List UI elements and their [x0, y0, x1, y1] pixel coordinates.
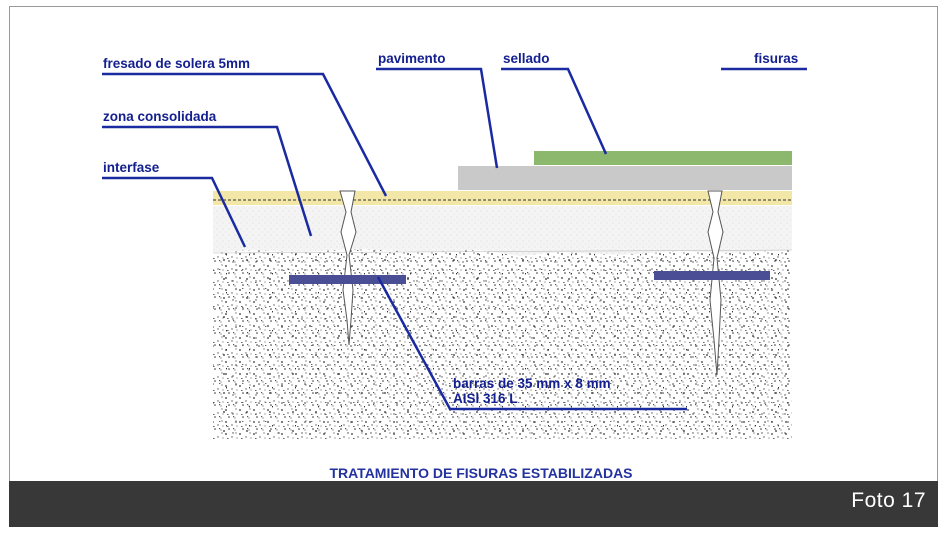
consolidated-zone	[213, 206, 792, 256]
leader-interfase	[102, 176, 247, 248]
subsoil-gravel-overlay	[213, 249, 792, 440]
label-interfase: interfase	[103, 160, 160, 175]
leader-zona	[102, 125, 313, 237]
label-pavimento: pavimento	[378, 51, 446, 66]
figure-caption: TRATAMIENTO DE FISURAS ESTABILIZADAS	[329, 465, 632, 481]
bar-left	[289, 275, 406, 284]
crack-left	[339, 190, 357, 346]
label-fisuras: fisuras	[754, 51, 798, 66]
solera-layer	[213, 191, 792, 205]
leader-barras	[376, 276, 687, 411]
photo-number-label: Foto 17	[851, 489, 926, 512]
leader-sellado	[501, 67, 608, 155]
leader-pavimento	[376, 67, 499, 169]
label-sellado: sellado	[503, 51, 550, 66]
label-aisi: AISI 316 L	[453, 391, 518, 406]
label-zona-consolidada: zona consolidada	[103, 109, 217, 124]
sealant-layer	[534, 151, 792, 165]
label-fresado: fresado de solera 5mm	[103, 56, 250, 71]
leader-fresado	[102, 72, 388, 197]
bar-right	[654, 271, 770, 280]
pavement-layer	[458, 166, 792, 190]
crack-right	[707, 190, 724, 376]
label-barras: barras de 35 mm x 8 mm	[453, 376, 611, 391]
interfase-boundary	[212, 249, 793, 254]
footer-bar: Foto 17	[9, 481, 938, 527]
